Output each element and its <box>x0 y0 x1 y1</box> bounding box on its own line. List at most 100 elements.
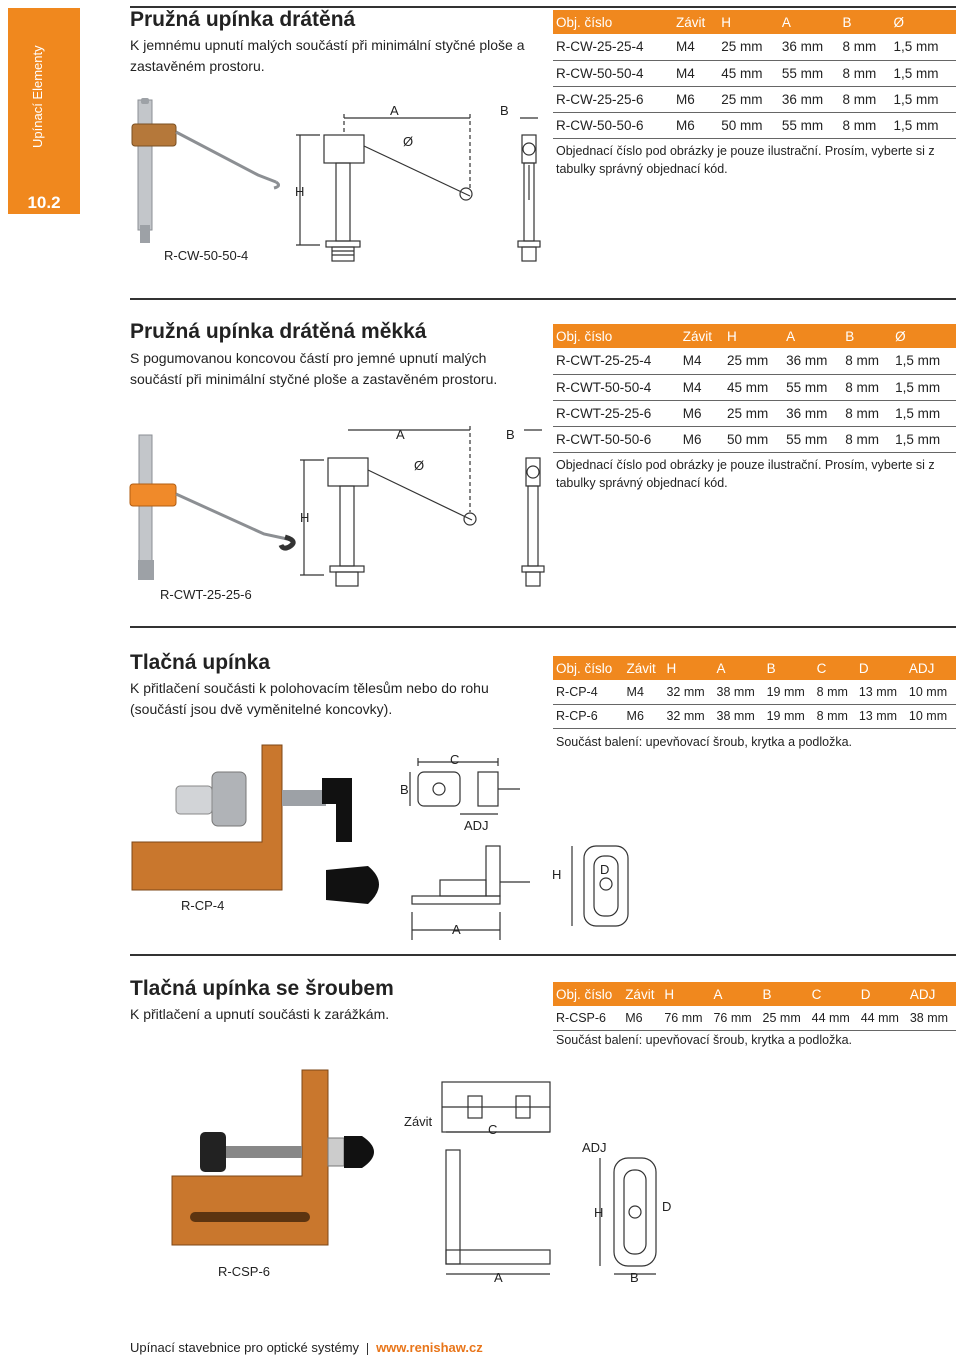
col-header: A <box>778 10 840 34</box>
col-header: B <box>763 656 814 680</box>
table-cell: 8 mm <box>839 60 891 87</box>
table-cell: 76 mm <box>661 1006 711 1031</box>
col-header: B <box>759 982 809 1006</box>
col-header: H <box>661 982 711 1006</box>
order-note: Objednací číslo pod obrázky je pouze ilu… <box>556 458 935 490</box>
product-photo-cp <box>131 744 379 904</box>
footer-separator <box>367 1342 369 1355</box>
table-cell: 8 mm <box>839 112 891 139</box>
table-cell: 44 mm <box>857 1006 907 1031</box>
table-cell: 8 mm <box>839 34 891 61</box>
product-photo-cw <box>131 98 281 243</box>
col-header: B <box>839 10 891 34</box>
table-cell: R-CW-25-25-4 <box>553 34 673 61</box>
dim-label-h: H <box>552 867 562 882</box>
dim-label-b: B <box>400 782 409 797</box>
table-cell: 8 mm <box>813 704 856 729</box>
dim-label-h: H <box>295 184 305 199</box>
section-divider <box>130 626 956 628</box>
table-cell: 19 mm <box>763 704 814 729</box>
table-cell: 1,5 mm <box>892 426 956 453</box>
table-cell: M4 <box>673 60 719 87</box>
table-cell: M6 <box>679 400 724 427</box>
table-cell: 1,5 mm <box>892 348 956 375</box>
table-cell: R-CP-6 <box>553 704 624 729</box>
col-header: H <box>663 656 714 680</box>
col-header: ADJ <box>905 656 956 680</box>
dim-label-thread: Závit <box>404 1114 433 1129</box>
table-cell: 36 mm <box>778 86 840 113</box>
col-header: Obj. číslo <box>553 10 673 34</box>
col-header: Závit <box>679 324 724 348</box>
table-cell: 38 mm <box>713 704 764 729</box>
dim-label-h: H <box>300 510 310 525</box>
dim-label-d: D <box>600 862 610 877</box>
table-cell: M4 <box>673 34 719 61</box>
table-cell: 13 mm <box>855 680 906 705</box>
dim-label-b: B <box>506 427 515 442</box>
table-cell: 36 mm <box>783 348 843 375</box>
table-cell: 76 mm <box>710 1006 760 1031</box>
table-cell: M6 <box>679 426 724 453</box>
dim-label-b: B <box>500 103 509 118</box>
col-header: H <box>723 324 784 348</box>
product-photo-csp <box>171 1069 374 1246</box>
table-cell: 38 mm <box>713 680 764 705</box>
table-cell: R-CW-50-50-4 <box>553 60 673 87</box>
table-cell: 10 mm <box>905 680 956 705</box>
table-cell: 19 mm <box>763 680 814 705</box>
table-cell: R-CWT-25-25-4 <box>553 348 680 375</box>
col-header: Ø <box>890 10 956 34</box>
product-photo-cwt <box>129 434 296 580</box>
technical-drawing-cw-side <box>296 114 473 262</box>
table-cell: 10 mm <box>905 704 956 729</box>
col-header: Obj. číslo <box>553 982 623 1006</box>
col-header: A <box>710 982 760 1006</box>
table-cell: 36 mm <box>778 34 840 61</box>
col-header: C <box>808 982 858 1006</box>
table-cell: 1,5 mm <box>892 400 956 427</box>
table-cell: 36 mm <box>783 400 843 427</box>
technical-drawing-cwt-front <box>521 429 545 587</box>
section-divider <box>130 954 956 956</box>
table-cell: 8 mm <box>813 680 856 705</box>
table-cell: 13 mm <box>855 704 906 729</box>
section-description: S pogumovanou koncovou částí pro jemné u… <box>130 350 498 387</box>
package-note: Součást balení: upevňovací šroub, krytka… <box>556 1033 853 1047</box>
table-cell: 8 mm <box>842 426 893 453</box>
table-cell: 50 mm <box>723 426 784 453</box>
technical-drawing-cw-front <box>517 117 541 262</box>
table-cell: 44 mm <box>808 1006 858 1031</box>
dim-label-adj: ADJ <box>464 818 489 833</box>
table-cell: 45 mm <box>723 374 784 401</box>
dim-label-diameter: Ø <box>414 458 425 473</box>
section-tab: Upínací Elementy 10.2 <box>8 8 80 214</box>
figure-caption: R-CWT-25-25-6 <box>160 587 252 602</box>
table-cell: 45 mm <box>718 60 779 87</box>
col-header: B <box>842 324 893 348</box>
table-cell: 1,5 mm <box>890 86 956 113</box>
technical-drawing-csp <box>441 1081 657 1275</box>
footer-link[interactable]: www.renishaw.cz <box>376 1340 483 1355</box>
table-cell: 55 mm <box>778 112 840 139</box>
table-cell: 55 mm <box>778 60 840 87</box>
col-header: Závit <box>623 656 664 680</box>
section-description: K přitlačení a upnutí součásti k zarážká… <box>130 1006 390 1022</box>
dim-label-c: C <box>488 1122 498 1137</box>
table-cell: 8 mm <box>842 400 893 427</box>
table-cell: 1,5 mm <box>890 34 956 61</box>
section-number: 10.2 <box>27 193 61 212</box>
col-header: Závit <box>622 982 662 1006</box>
table-cell: R-CWT-50-50-4 <box>553 374 680 401</box>
dim-label-b: B <box>630 1270 639 1285</box>
table-cell: M6 <box>623 704 664 729</box>
